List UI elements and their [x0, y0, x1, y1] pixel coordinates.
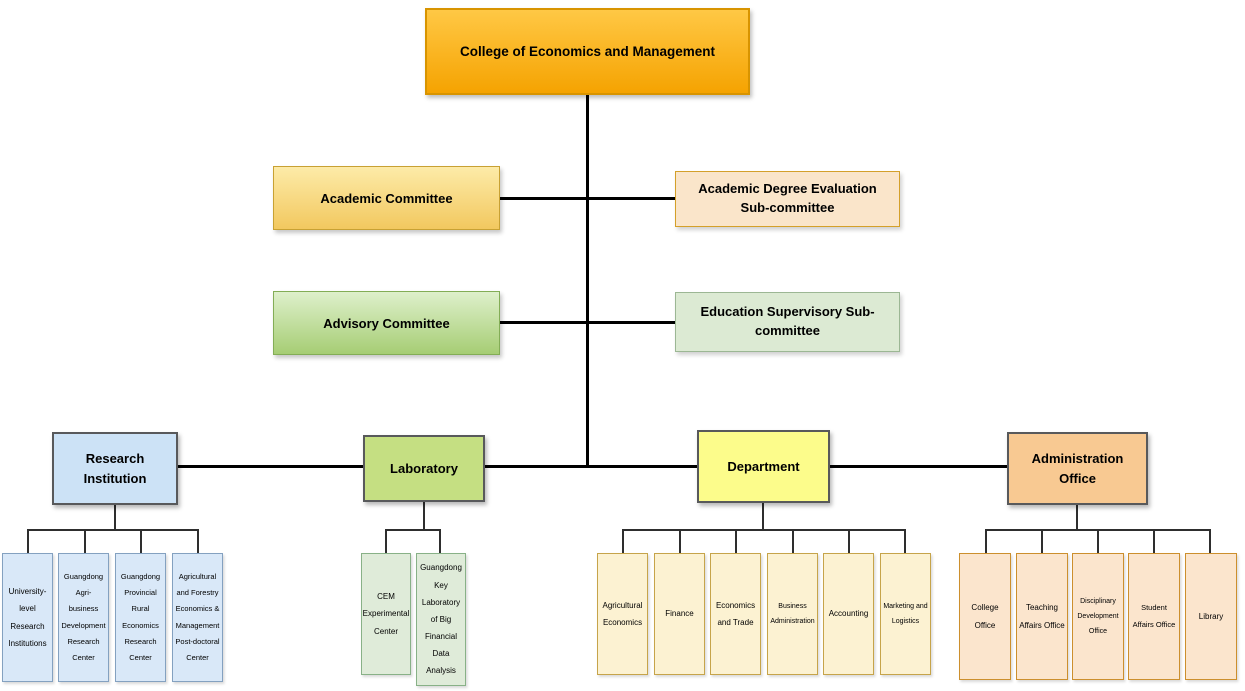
laboratory-drop-2 — [439, 529, 441, 553]
administration-drop-1 — [985, 529, 987, 553]
org-node-academic-committee: Academic Committee — [273, 166, 500, 230]
row3-connector — [500, 321, 675, 324]
research-drop-1 — [27, 529, 29, 553]
laboratory-drop-1 — [385, 529, 387, 553]
org-node-agricultural-economics: Agricultural Economics — [597, 553, 648, 675]
research-drop-2 — [84, 529, 86, 553]
org-node-accounting: Accounting — [823, 553, 874, 675]
org-node-education-supervisory-subcommittee: Education Supervisory Sub-committee — [675, 292, 900, 352]
branch-bus-left — [175, 465, 363, 468]
org-node-library: Library — [1185, 553, 1237, 680]
row2-connector — [500, 197, 675, 200]
org-node-cem-experimental-center: CEM Experimental Center — [361, 553, 411, 675]
org-node-finance: Finance — [654, 553, 705, 675]
branch-bus-mid — [485, 465, 697, 468]
administration-stem — [1076, 505, 1078, 530]
org-node-big-financial-data-laboratory: Guangdong Key Laboratory of Big Financia… — [416, 553, 466, 686]
department-drop-4 — [792, 529, 794, 553]
laboratory-stem — [423, 502, 425, 530]
org-node-college: College of Economics and Management — [425, 8, 750, 95]
org-node-research-institution: Research Institution — [52, 432, 178, 505]
org-node-laboratory: Laboratory — [363, 435, 485, 502]
org-node-marketing-and-logistics: Marketing and Logistics — [880, 553, 931, 675]
administration-drop-5 — [1209, 529, 1211, 553]
department-stem — [762, 503, 764, 530]
org-node-postdoctoral-center: Agricultural and Forestry Economics & Ma… — [172, 553, 223, 682]
department-drop-3 — [735, 529, 737, 553]
org-node-academic-degree-subcommittee: Academic Degree Evaluation Sub-committee — [675, 171, 900, 227]
org-node-business-administration: Business Administration — [767, 553, 818, 675]
branch-bus-right — [830, 465, 1007, 468]
administration-drop-3 — [1097, 529, 1099, 553]
org-node-teaching-affairs-office: Teaching Affairs Office — [1016, 553, 1068, 680]
org-node-university-level-research-institutions: University-level Research Institutions — [2, 553, 53, 682]
administration-drop-4 — [1153, 529, 1155, 553]
org-node-agribusiness-development-center: Guangdong Agri-business Development Rese… — [58, 553, 109, 682]
research-drop-3 — [140, 529, 142, 553]
org-node-college-office: College Office — [959, 553, 1011, 680]
org-node-rural-economics-research-center: Guangdong Provincial Rural Economics Res… — [115, 553, 166, 682]
administration-drop-2 — [1041, 529, 1043, 553]
department-bus — [622, 529, 906, 531]
research-stem — [114, 505, 116, 530]
laboratory-bus — [385, 529, 441, 531]
research-bus — [27, 529, 199, 531]
org-node-advisory-committee: Advisory Committee — [273, 291, 500, 355]
department-drop-5 — [848, 529, 850, 553]
org-node-disciplinary-development-office: Disciplinary Development Office — [1072, 553, 1124, 680]
department-drop-6 — [904, 529, 906, 553]
org-node-administration-office: Administration Office — [1007, 432, 1148, 505]
trunk-line — [586, 95, 589, 467]
org-node-economics-and-trade: Economics and Trade — [710, 553, 761, 675]
research-drop-4 — [197, 529, 199, 553]
org-node-department: Department — [697, 430, 830, 503]
department-drop-1 — [622, 529, 624, 553]
org-node-student-affairs-office: Student Affairs Office — [1128, 553, 1180, 680]
department-drop-2 — [679, 529, 681, 553]
